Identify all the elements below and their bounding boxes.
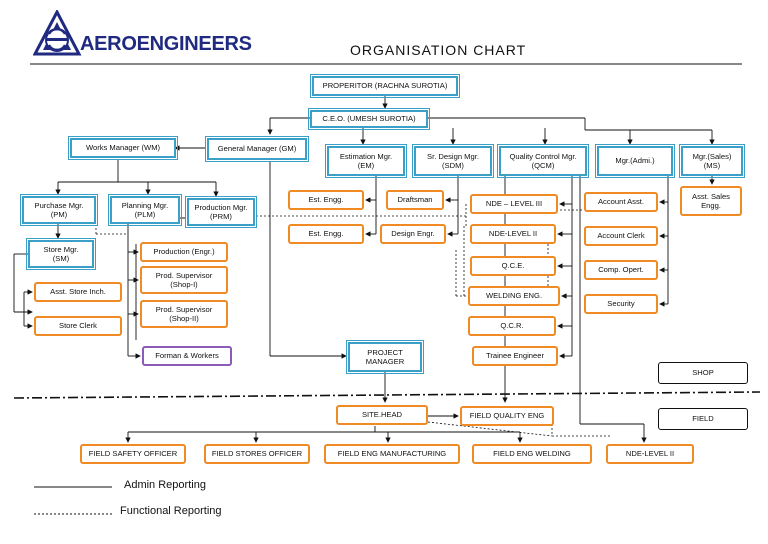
planning-manager-node: Planning Mgr. (PLM)	[108, 194, 182, 226]
asst-store-node: Asst. Store Inch.	[34, 282, 122, 302]
field-nde-level-2-node: NDE-LEVEL II	[606, 444, 694, 464]
production-engr-node: Production (Engr.)	[140, 242, 228, 262]
brand-name: AEROENGINEERS	[80, 33, 252, 55]
field-eng-manufacturing-node: FIELD ENG MANUFACTURING	[324, 444, 460, 464]
general-manager-node: General Manager (GM)	[205, 136, 309, 162]
field-zone-label: FIELD	[658, 408, 748, 430]
supervisor-shop-2-node: Prod. Supervisor (Shop-II)	[140, 300, 228, 328]
asst-sales-node: Asst. Sales Engg.	[680, 186, 742, 216]
field-eng-welding-node: FIELD ENG WELDING	[472, 444, 592, 464]
admin-manager-node: Mgr.(Admi.)	[595, 144, 675, 178]
project-manager-node: PROJECT MANAGER	[346, 340, 424, 374]
qc-manager-node: Quality Control Mgr. (QCM)	[497, 144, 589, 178]
works-manager-node: Works Manager (WM)	[68, 136, 178, 160]
site-head-node: SITE.HEAD	[336, 405, 428, 425]
qcr-node: Q.C.R.	[468, 316, 556, 336]
qce-node: Q.C.E.	[470, 256, 556, 276]
purchase-manager-node: Purchase Mgr. (PM)	[20, 194, 98, 226]
sales-manager-node: Mgr.(Sales) (MS)	[679, 144, 745, 178]
field-safety-officer-node: FIELD SAFETY OFFICER	[80, 444, 186, 464]
field-quality-node: FIELD QUALITY ENG	[460, 406, 554, 426]
ceo-node: C.E.O. (UMESH SUROTIA)	[308, 108, 430, 130]
security-node: Security	[584, 294, 658, 314]
brand-logo	[32, 8, 258, 58]
store-clerk-node: Store Clerk	[34, 316, 122, 336]
design-engr-node: Design Engr.	[380, 224, 446, 244]
production-manager-node: Production Mgr. (PRM)	[185, 196, 257, 228]
field-stores-officer-node: FIELD STORES OFFICER	[204, 444, 310, 464]
legend-functional-label: Functional Reporting	[120, 505, 222, 517]
estimation-manager-node: Estimation Mgr. (EM)	[325, 144, 407, 178]
page-title: ORGANISATION CHART	[350, 42, 527, 58]
proprietor-node: PROPERITOR (RACHNA SUROTIA)	[310, 74, 460, 98]
account-asst-node: Account Asst.	[584, 192, 658, 212]
design-manager-node: Sr. Design Mgr. (SDM)	[412, 144, 494, 178]
shop-zone-label: SHOP	[658, 362, 748, 384]
comp-opert-node: Comp. Opert.	[584, 260, 658, 280]
est-engg-node-2: Est. Engg.	[288, 224, 364, 244]
trainee-engineer-node: Trainee Engineer	[472, 346, 558, 366]
nde-level-2-node: NDE-LEVEL II	[470, 224, 556, 244]
aero-triangle-logo-icon	[32, 8, 82, 56]
store-manager-node: Store Mgr. (SM)	[26, 238, 96, 270]
draftsman-node: Draftsman	[386, 190, 444, 210]
legend-admin-label: Admin Reporting	[124, 479, 206, 491]
welding-eng-node: WELDING ENG.	[468, 286, 560, 306]
nde-level-3-node: NDE – LEVEL III	[470, 194, 558, 214]
forman-workers-node: Forman & Workers	[142, 346, 232, 366]
account-clerk-node: Account Clerk	[584, 226, 658, 246]
est-engg-node-1: Est. Engg.	[288, 190, 364, 210]
supervisor-shop-1-node: Prod. Supervisor (Shop-I)	[140, 266, 228, 294]
